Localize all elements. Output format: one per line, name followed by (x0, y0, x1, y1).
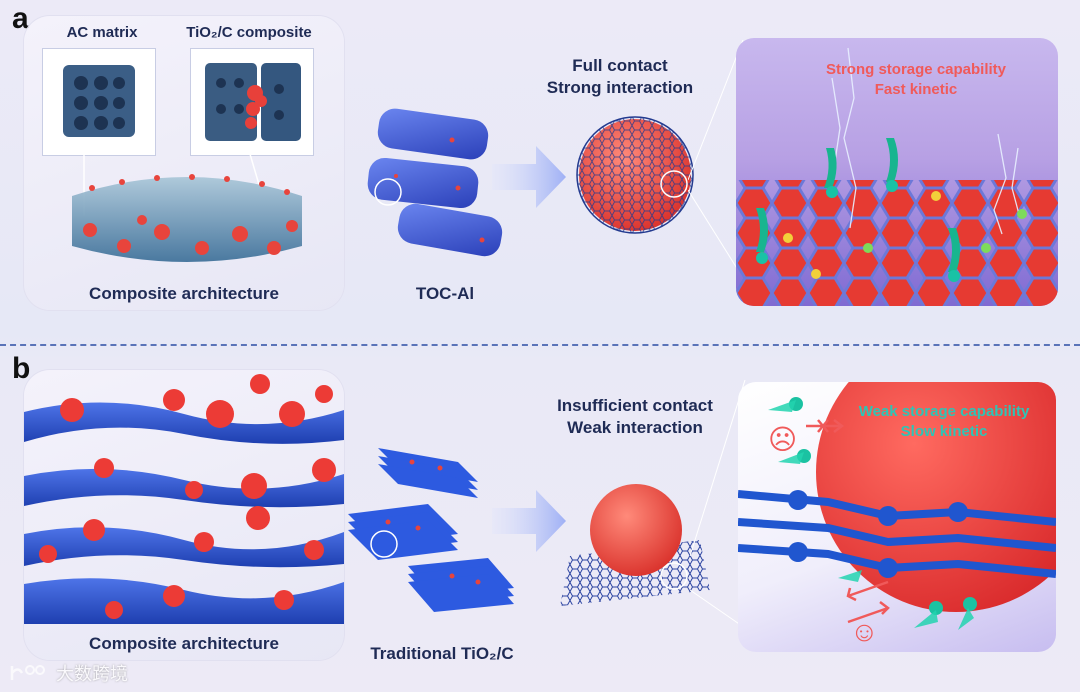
weak-interaction-lattice-image (738, 382, 1056, 630)
toc-al-particles-image (367, 108, 503, 257)
tio2-c-cube-image (205, 63, 301, 141)
ac-matrix-label: AC matrix (66, 24, 138, 41)
panel-a-arrow-icon (492, 146, 566, 208)
traditional-tio2-c-label: Traditional TiO₂/C (370, 644, 514, 663)
panel-b-letter: b (12, 352, 31, 385)
panel-a-architecture-card: AC matrix TiO₂/C composite (24, 16, 344, 310)
panel-b-contact-line-2: Weak interaction (567, 418, 703, 437)
panel-a-letter: a (12, 2, 29, 35)
panel-divider (0, 344, 1080, 346)
toc-al-label: TOC-Al (415, 284, 475, 303)
panel-a-contact-line-1: Full contact (572, 56, 668, 75)
ac-matrix-cube-image (63, 65, 135, 137)
panel-b-arrow-icon (492, 490, 566, 552)
full-contact-sphere-image (576, 116, 694, 234)
watermark-logo-icon (10, 665, 45, 680)
ac-matrix-inset (42, 48, 156, 156)
panel-b-zoom-line-1: Weak storage capability (858, 403, 1030, 420)
panel-a-architecture-label: Composite architecture (89, 284, 279, 303)
panel-a-zoom-card: Strong storage capability Fast kinetic (736, 38, 1058, 306)
panel-b-architecture-label: Composite architecture (89, 634, 279, 653)
sad-face-icon: ☹ (768, 424, 798, 455)
panel-b-zoom-card: ☹ ☺ Weak storage capability Slow kinetic (738, 382, 1056, 652)
tio2-c-composite-label: TiO₂/C composite (186, 24, 312, 41)
panel-a-zoom-line-1: Strong storage capability (825, 61, 1007, 78)
watermark: 大数跨境 (8, 660, 128, 686)
happy-face-icon: ☺ (850, 616, 879, 647)
tio2-c-composite-inset (190, 48, 314, 156)
strong-interaction-lattice-image (736, 47, 1058, 306)
panel-b-zoom-line-2: Slow kinetic (900, 423, 988, 440)
panel-b-architecture-card: Composite architecture (24, 370, 344, 660)
panel-a-zoom-line-2: Fast kinetic (874, 81, 958, 98)
layered-sheets-image (24, 374, 344, 624)
panel-a-zoom-guides (688, 40, 744, 279)
composite-slab-image (72, 174, 302, 262)
panel-b-zoom-guides (690, 380, 746, 629)
insufficient-contact-sphere-image (560, 484, 710, 606)
traditional-tio2-c-stacks-image (348, 448, 514, 612)
watermark-text: 大数跨境 (56, 664, 128, 684)
panel-b-contact-line-1: Insufficient contact (557, 396, 713, 415)
panel-a-contact-line-2: Strong interaction (546, 78, 694, 97)
